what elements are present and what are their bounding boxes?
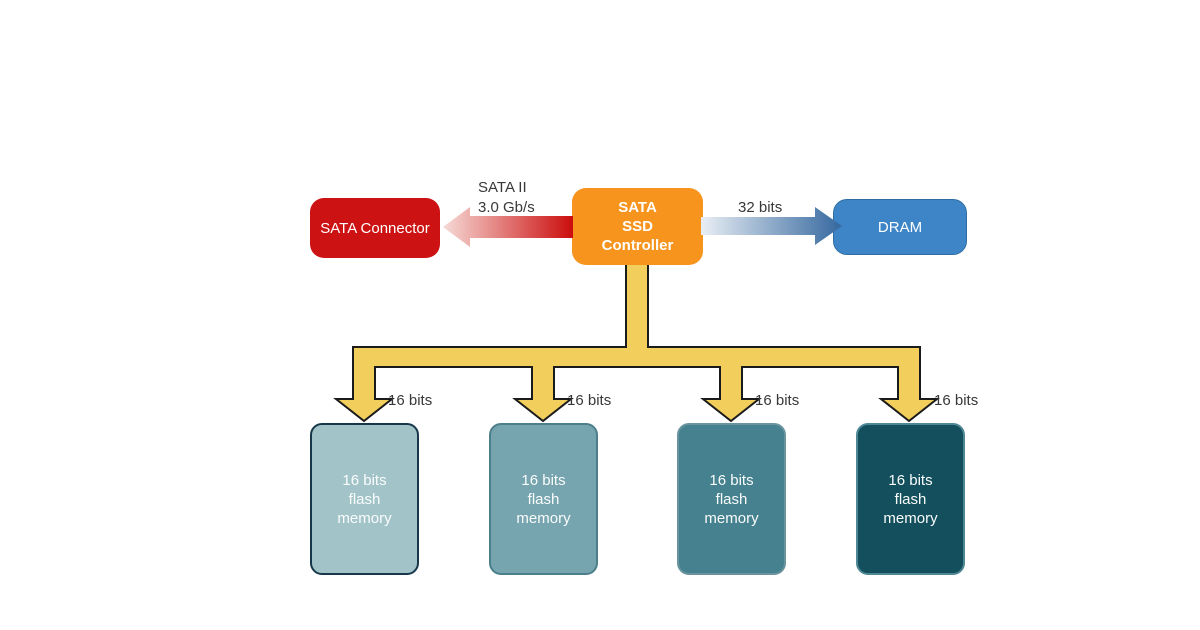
sata-link-label-line: SATA II: [478, 179, 527, 196]
sata-link-label-line: 3.0 Gb/s: [478, 199, 535, 216]
flash-memory-box-2: 16 bits flash memory: [489, 423, 598, 575]
flash-memory-label-line: 16 bits: [709, 471, 754, 489]
flash-memory-label-line: memory: [516, 509, 571, 527]
flash-link-label-3: 16 bits: [755, 392, 800, 409]
dram-label: DRAM: [877, 218, 923, 236]
flash-memory-label-line: memory: [704, 509, 759, 527]
flash-memory-label-line: memory: [337, 509, 392, 527]
ssd-controller-label-line: SATA: [618, 199, 657, 216]
sata-connector-box: SATA Connector: [310, 198, 440, 258]
sata-connector-label: SATA Connector: [320, 219, 430, 237]
flash-memory-label-line: flash: [715, 490, 748, 508]
flash-link-label-1: 16 bits: [388, 392, 433, 409]
dram-link-label: 32 bits: [738, 199, 783, 216]
ssd-controller-box: SATA SSD Controller: [572, 188, 703, 265]
ssd-controller-label-line: Controller: [601, 237, 674, 254]
flash-memory-label-line: 16 bits: [521, 471, 566, 489]
sata-link-label: SATA II 3.0 Gb/s: [478, 178, 535, 218]
flash-memory-box-3: 16 bits flash memory: [677, 423, 786, 575]
flash-memory-label-line: memory: [883, 509, 938, 527]
flash-memory-box-4: 16 bits flash memory: [856, 423, 965, 575]
flash-memory-label-line: 16 bits: [888, 471, 933, 489]
ssd-controller-label-line: SSD: [622, 218, 653, 235]
flash-memory-label-line: flash: [894, 490, 927, 508]
flash-memory-label-line: flash: [527, 490, 560, 508]
flash-memory-label-line: flash: [348, 490, 381, 508]
flash-link-label-2: 16 bits: [567, 392, 612, 409]
dram-box: DRAM: [833, 199, 967, 255]
flash-memory-box-1: 16 bits flash memory: [310, 423, 419, 575]
flash-memory-label-line: 16 bits: [342, 471, 387, 489]
flash-link-label-4: 16 bits: [934, 392, 979, 409]
